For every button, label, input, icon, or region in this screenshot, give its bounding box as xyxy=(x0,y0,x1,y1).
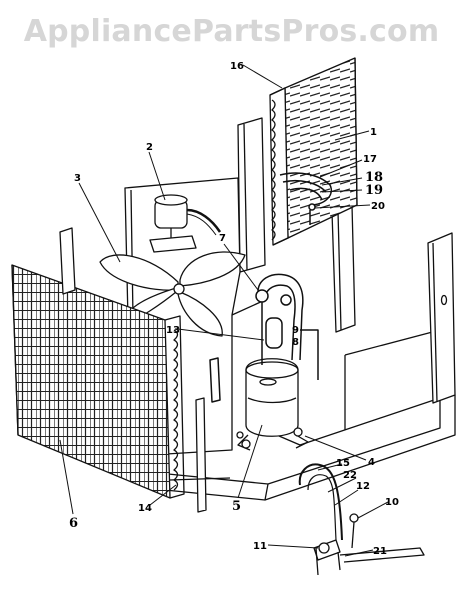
callout-20: 20 xyxy=(371,201,385,212)
callout-17: 17 xyxy=(363,154,377,165)
callout-9: 9 xyxy=(292,325,299,336)
capillary-tubing xyxy=(279,172,332,225)
leader-lines xyxy=(59,64,389,557)
callout-19: 19 xyxy=(365,183,383,198)
callout-5: 5 xyxy=(232,499,241,514)
callout-18: 18 xyxy=(365,170,383,185)
callout-2: 2 xyxy=(146,142,153,153)
callout-6: 6 xyxy=(69,516,78,531)
callout-16: 16 xyxy=(230,61,244,72)
callout-13: 13 xyxy=(166,325,180,336)
callout-7: 7 xyxy=(219,233,226,244)
front-supports xyxy=(169,397,231,513)
barrier-panel xyxy=(237,117,356,333)
callout-22: 22 xyxy=(343,470,357,481)
callout-3: 3 xyxy=(74,173,81,184)
callout-15: 15 xyxy=(336,458,350,469)
callout-10: 10 xyxy=(385,497,399,508)
evaporator-coil xyxy=(269,57,358,246)
callout-8: 8 xyxy=(292,337,299,348)
callout-4: 4 xyxy=(368,457,375,468)
watermark: AppliancePartsPros.com xyxy=(23,14,440,49)
right-side-panel xyxy=(427,232,456,404)
condenser-coil xyxy=(11,227,185,499)
compressor-tubing xyxy=(209,273,319,403)
callout-1: 1 xyxy=(370,127,377,138)
compressor xyxy=(236,358,309,451)
fan-motor xyxy=(149,194,222,253)
control-components xyxy=(298,463,425,576)
callout-21: 21 xyxy=(373,546,387,557)
callout-14: 14 xyxy=(138,503,152,514)
callout-12: 12 xyxy=(356,481,370,492)
callout-11: 11 xyxy=(253,541,267,552)
